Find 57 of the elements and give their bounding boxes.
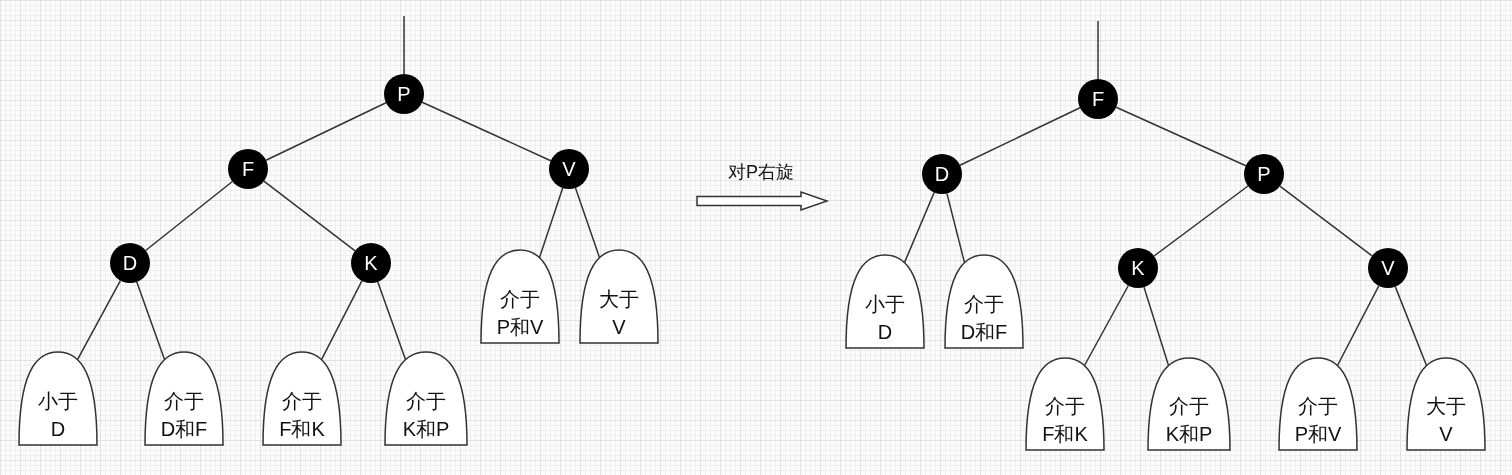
connector-line xyxy=(1336,285,1380,367)
connector-line xyxy=(76,279,122,361)
subtree-arch xyxy=(1406,357,1486,451)
connector-line xyxy=(263,180,356,252)
node-label: 大于V xyxy=(1425,394,1467,447)
connector-line xyxy=(1394,285,1428,367)
connector-line xyxy=(903,191,935,264)
connector-line xyxy=(265,101,387,162)
subtree-arch xyxy=(144,351,224,446)
node-label: 介于D和F xyxy=(959,292,1009,345)
node-label: D xyxy=(934,163,950,185)
node-label: F xyxy=(1091,88,1105,110)
node-label: 介于P和V xyxy=(1293,394,1343,447)
connector-line xyxy=(574,187,601,259)
node-label: 介于P和V xyxy=(495,287,545,340)
node-label: P xyxy=(1257,163,1271,185)
node-label: K xyxy=(364,252,378,274)
subtree-arch xyxy=(480,249,560,344)
subtree-arch xyxy=(579,249,659,344)
subtree-arch xyxy=(18,351,98,446)
node-label: 大于V xyxy=(598,287,640,340)
node-label: V xyxy=(562,158,576,180)
node-label: F xyxy=(241,158,255,180)
connector-line xyxy=(946,192,966,264)
node-label: 介于K和P xyxy=(1164,394,1214,447)
connector-line xyxy=(403,15,405,75)
node-label: 介于D和F xyxy=(159,389,209,442)
node-label: 小于D xyxy=(864,292,906,345)
node-label: 介于F和K xyxy=(1041,394,1089,447)
connector-line xyxy=(1153,185,1249,257)
connector-line xyxy=(376,281,407,361)
node-label: K xyxy=(1131,257,1145,279)
subtree-arch xyxy=(1025,357,1105,451)
connector-line xyxy=(959,106,1081,167)
subtree-arch xyxy=(384,351,468,446)
arrow-label: 对P右旋 xyxy=(728,161,794,183)
connector-line xyxy=(538,187,564,259)
subtree-arch xyxy=(1147,357,1231,451)
subtree-arch xyxy=(262,351,342,446)
connector-line xyxy=(135,281,166,361)
connector-line xyxy=(1279,185,1373,257)
node-label: 介于K和P xyxy=(401,389,451,442)
node-label: 小于D xyxy=(37,389,79,442)
connector-line xyxy=(144,180,234,252)
node-label: V xyxy=(1381,257,1395,279)
connector-line xyxy=(1143,286,1170,367)
connector-line xyxy=(1097,20,1099,80)
node-label: P xyxy=(397,83,411,105)
subtree-arch xyxy=(944,254,1024,349)
connector-line xyxy=(1115,106,1247,167)
subtree-arch xyxy=(1278,357,1358,451)
connector-line xyxy=(320,280,363,361)
connector-line xyxy=(1083,284,1130,367)
node-label: D xyxy=(122,252,138,274)
subtree-arch xyxy=(845,254,925,349)
node-label: 介于F和K xyxy=(278,389,326,442)
connector-line xyxy=(421,101,552,162)
